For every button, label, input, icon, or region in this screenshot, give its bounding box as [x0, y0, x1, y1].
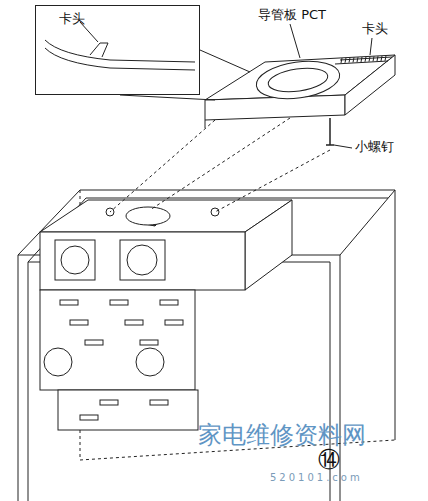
- callout-number: ⑭: [318, 448, 340, 472]
- line-art: [80, 415, 98, 420]
- line-art: [373, 56, 374, 61]
- line-art: [110, 120, 215, 212]
- part-label: 小螺钉: [355, 140, 394, 154]
- line-art: [361, 57, 362, 62]
- line-art: [90, 43, 108, 57]
- line-art: [369, 57, 370, 62]
- leader-lines: [80, 22, 372, 148]
- line-art: [44, 348, 72, 376]
- watermark: 520101.com: [270, 472, 363, 483]
- upper-unit: [40, 200, 292, 290]
- line-art: [200, 50, 250, 72]
- line-art: [349, 58, 350, 63]
- line-art: [205, 120, 206, 128]
- line-art: [165, 320, 183, 325]
- line-art: [136, 348, 164, 376]
- line-art: [70, 320, 88, 325]
- line-art: [85, 340, 103, 345]
- line-art: [353, 57, 354, 62]
- line-art: [150, 400, 168, 405]
- line-art: [290, 24, 300, 58]
- line-art: [334, 145, 352, 148]
- line-art: [58, 390, 198, 430]
- line-art: [254, 56, 342, 103]
- part-label: 卡头: [362, 22, 388, 36]
- line-art: [40, 290, 195, 390]
- guide-plate: [205, 55, 395, 128]
- line-art: [120, 95, 215, 100]
- part-label: 卡头: [59, 12, 85, 26]
- line-art: [100, 400, 118, 405]
- watermark: 家电维修资料网: [198, 422, 366, 448]
- line-art: [205, 95, 345, 120]
- line-art: [110, 300, 128, 305]
- line-art: [61, 246, 89, 274]
- line-art: [150, 118, 290, 210]
- line-art: [18, 190, 395, 501]
- line-art: [267, 65, 329, 95]
- line-art: [340, 190, 395, 255]
- screw: [326, 118, 334, 145]
- line-art: [28, 198, 388, 501]
- line-art: [126, 207, 170, 225]
- line-art: [120, 240, 165, 280]
- inset-art: [45, 40, 250, 100]
- cabinet: [18, 190, 395, 501]
- part-label: 导管板 PCT: [258, 8, 326, 22]
- clip-teeth: [341, 56, 386, 63]
- assembly-lines: [110, 118, 330, 212]
- line-art: [125, 320, 143, 325]
- line-art: [40, 232, 245, 290]
- inset-box: 卡头: [35, 5, 200, 95]
- line-art: [365, 57, 366, 62]
- line-art: [345, 55, 395, 115]
- line-art: [215, 150, 330, 212]
- line-art: [245, 200, 292, 290]
- line-art: [341, 58, 342, 63]
- line-art: [160, 300, 178, 305]
- line-art: [55, 240, 95, 280]
- line-art: [385, 56, 386, 61]
- circuit-board: [40, 290, 198, 430]
- line-art: [357, 57, 358, 62]
- line-art: [329, 118, 331, 145]
- line-art: [140, 340, 158, 345]
- board-slots: [60, 300, 183, 420]
- line-art: [45, 40, 195, 62]
- line-art: [45, 48, 195, 70]
- line-art: [345, 58, 346, 63]
- line-art: [377, 56, 378, 61]
- line-art: [381, 56, 382, 61]
- line-art: [60, 300, 78, 305]
- line-art: [211, 208, 219, 216]
- line-art: [370, 38, 372, 55]
- line-art: [326, 144, 334, 146]
- line-art: [127, 245, 157, 275]
